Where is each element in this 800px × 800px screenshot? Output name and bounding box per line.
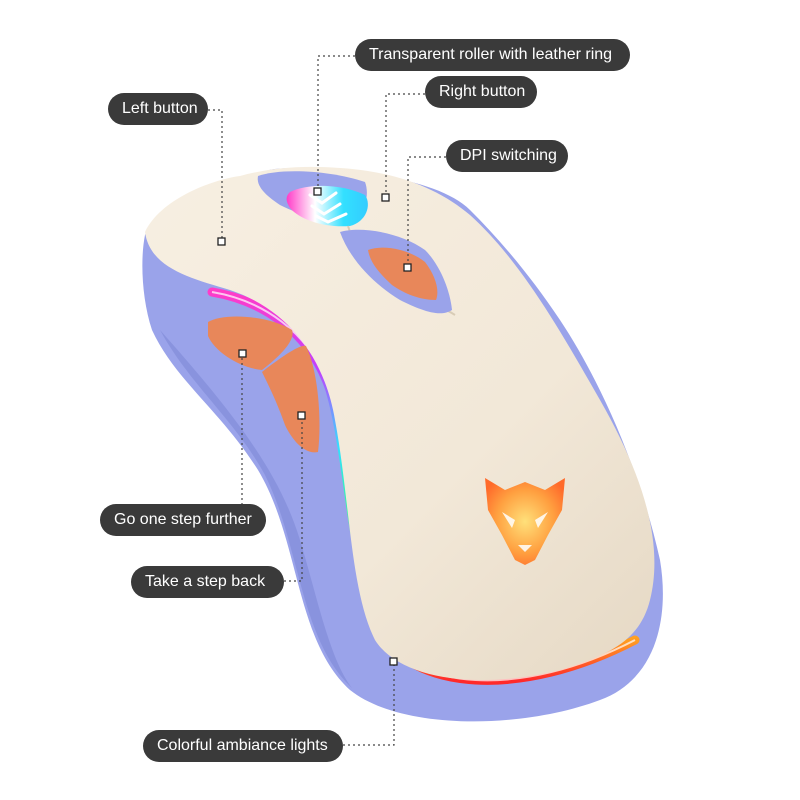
back-side-button (262, 345, 320, 453)
marker-left (217, 237, 226, 246)
callout-dpi-label: DPI switching (446, 140, 568, 172)
leader-left (208, 109, 223, 240)
dpi-button (368, 247, 438, 300)
leader-dpi (407, 156, 446, 266)
leader-lights (343, 662, 395, 746)
callout-right-button-label: Right button (425, 76, 537, 108)
forward-side-button (208, 316, 293, 370)
scroll-wheel (286, 185, 368, 227)
marker-lights (389, 657, 398, 666)
callout-left-button-label: Left button (108, 93, 208, 125)
callout-back-label: Take a step back (131, 566, 284, 598)
marker-further (238, 349, 247, 358)
callout-forward-label: Go one step further (100, 504, 266, 536)
marker-roller (313, 187, 322, 196)
leader-right (385, 93, 425, 196)
leader-back (284, 414, 303, 582)
marker-right (381, 193, 390, 202)
leader-roller (317, 55, 355, 190)
callout-markers (217, 187, 412, 666)
callout-lights-label: Colorful ambiance lights (143, 730, 343, 762)
callout-leaders (208, 55, 446, 746)
scroll-wheel-ridges (308, 191, 348, 224)
mouse-base-shadow (160, 330, 352, 688)
marker-back (297, 411, 306, 420)
callout-roller-label: Transparent roller with leather ring (355, 39, 630, 71)
leader-further (241, 354, 266, 522)
fox-logo-icon (485, 478, 565, 565)
marker-dpi (403, 263, 412, 272)
